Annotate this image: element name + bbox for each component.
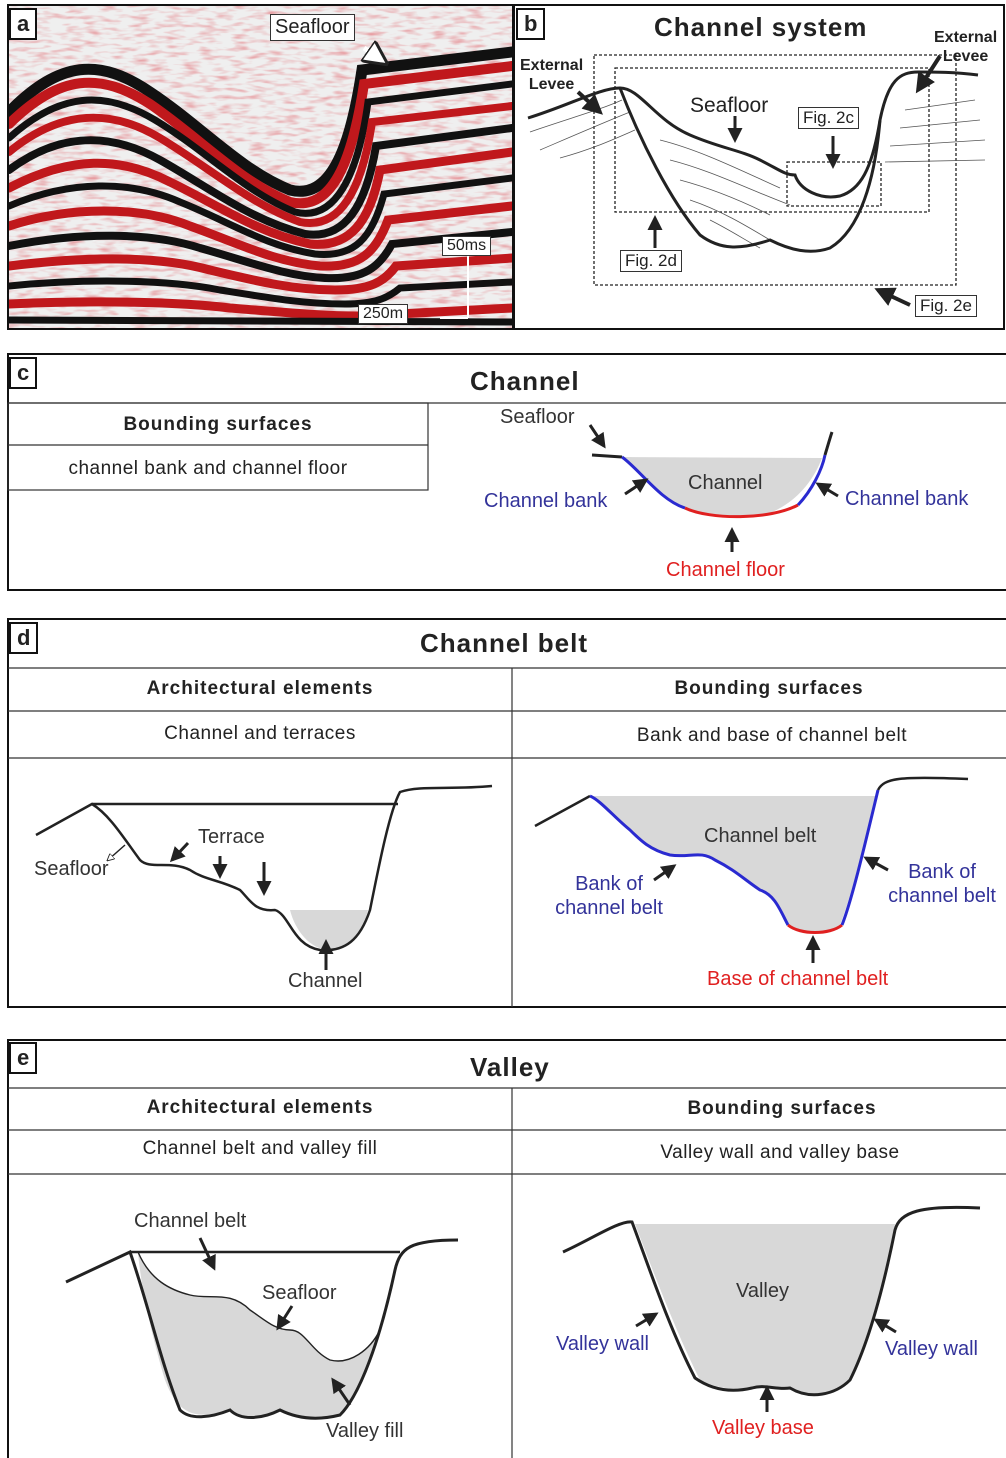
levee-left-line2: Levee <box>528 76 575 93</box>
channel-system-sketch <box>527 54 986 307</box>
channel-bank-left: Channel bank <box>484 490 608 512</box>
seafloor-label-a: Seafloor <box>270 14 355 41</box>
seafloor-label-d: Seafloor <box>34 858 109 880</box>
seafloor-label-c: Seafloor <box>500 406 575 428</box>
fig-2c-label: Fig. 2c <box>798 107 860 129</box>
levee-right-label: External Levee <box>934 28 997 66</box>
panel-e-header-left: Architectural elements <box>146 1097 374 1118</box>
terrace-label: Terrace <box>198 826 265 848</box>
levee-left-line1: External <box>520 57 584 74</box>
panel-d-frame <box>7 618 1006 1008</box>
panel-c-header: Bounding surfaces <box>123 414 313 435</box>
panel-d-value-right: Bank and base of channel belt <box>636 725 908 746</box>
panel-d-title: Channel belt <box>420 628 589 658</box>
panel-b-frame <box>513 4 1005 330</box>
valley-label: Valley <box>736 1280 789 1302</box>
panel-e-frame <box>7 1039 1006 1458</box>
panel-d-table <box>8 667 1006 1007</box>
panel-a-label: a <box>9 8 38 40</box>
scale-horizontal: 250m <box>358 304 409 324</box>
panel-d-value-left: Channel and terraces <box>164 723 356 744</box>
channel-belt-sketch <box>534 776 969 963</box>
valley-fill-label: Valley fill <box>326 1420 404 1442</box>
valley-wall-right: Valley wall <box>885 1338 978 1360</box>
panel-c-title: Channel <box>470 366 580 396</box>
seismic-section <box>9 6 512 328</box>
panel-d-header-left: Architectural elements <box>146 678 374 699</box>
base-label-d: Base of channel belt <box>707 968 889 990</box>
bank-right-line2: channel belt <box>888 885 996 907</box>
valley-fill-sketch <box>65 1237 459 1420</box>
channel-floor-label: Channel floor <box>666 559 785 581</box>
seafloor-label-b: Seafloor <box>690 94 769 117</box>
valley-sketch <box>562 1205 981 1412</box>
levee-right-line2: Levee <box>942 48 989 65</box>
channel-terrace-sketch <box>35 784 493 970</box>
panel-d-header-right: Bounding surfaces <box>674 678 864 699</box>
panel-b-label: b <box>516 8 546 40</box>
bank-right-label-d: Bank of channel belt <box>878 860 1006 908</box>
panel-e-value-right: Valley wall and valley base <box>660 1142 900 1163</box>
valley-base-label: Valley base <box>712 1417 814 1439</box>
channel-label-c: Channel <box>688 472 763 494</box>
valley-wall-left: Valley wall <box>556 1333 649 1355</box>
levee-left-label: External Levee <box>520 56 583 94</box>
channel-bank-right: Channel bank <box>845 488 969 510</box>
bank-left-label-d: Bank of channel belt <box>545 872 673 920</box>
panel-e-title: Valley <box>470 1052 550 1082</box>
fig-2d-label: Fig. 2d <box>620 250 682 272</box>
channel-belt-label-e: Channel belt <box>134 1210 247 1232</box>
scale-vertical: 50ms <box>442 236 492 256</box>
panel-b-title: Channel system <box>654 12 868 42</box>
panel-e-label: e <box>9 1042 38 1074</box>
bank-left-line2: channel belt <box>555 897 663 919</box>
panel-c-label: c <box>9 357 38 389</box>
bank-left-line1: Bank of <box>575 873 643 895</box>
panel-c-value: channel bank and channel floor <box>68 458 348 479</box>
panel-e-table <box>8 1087 1006 1458</box>
channel-belt-label-d: Channel belt <box>704 825 817 847</box>
panel-e-header-right: Bounding surfaces <box>687 1098 877 1119</box>
seafloor-arrow-a <box>364 48 384 62</box>
levee-right-line1: External <box>934 29 998 46</box>
panel-d-label: d <box>9 622 39 654</box>
fig-2e-label: Fig. 2e <box>915 295 977 317</box>
channel-label-d: Channel <box>288 970 363 992</box>
bank-right-line1: Bank of <box>908 861 976 883</box>
channel-sketch <box>588 424 839 552</box>
seafloor-label-e: Seafloor <box>262 1282 337 1304</box>
panel-e-value-left: Channel belt and valley fill <box>142 1138 378 1159</box>
scale-bar <box>440 250 469 319</box>
panel-c-table <box>7 402 1006 491</box>
